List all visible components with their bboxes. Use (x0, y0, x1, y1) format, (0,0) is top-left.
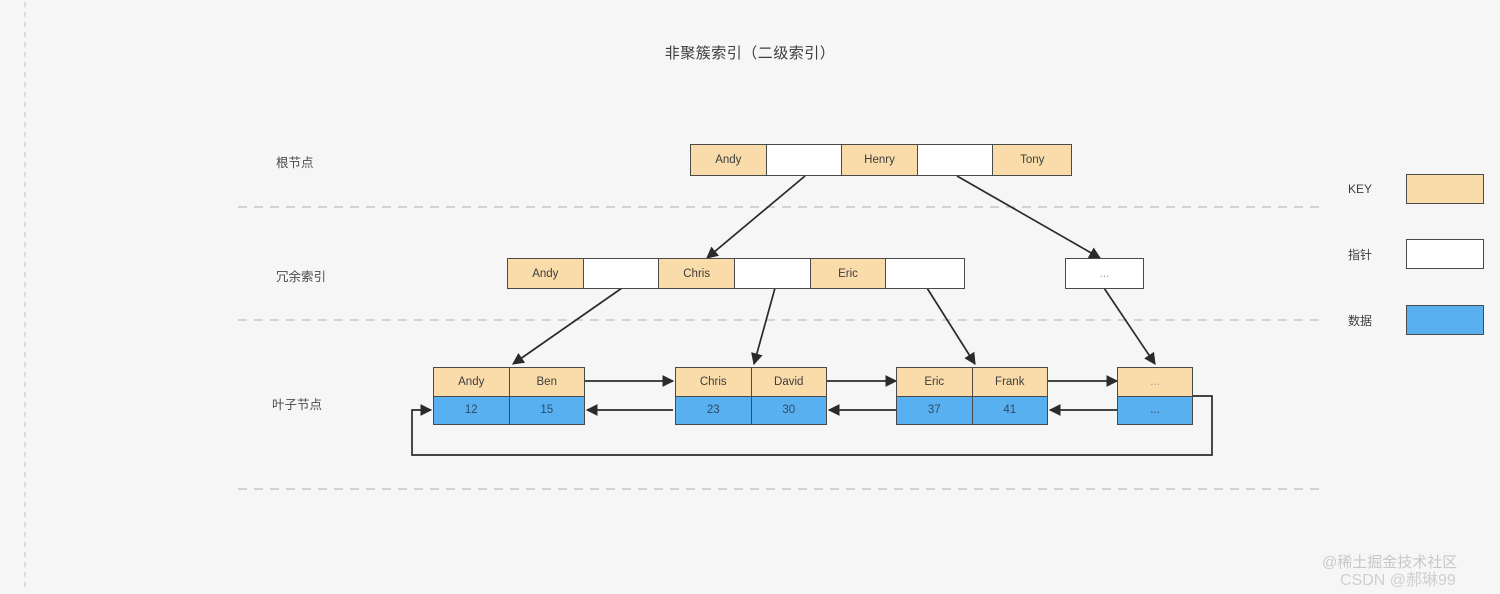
row-label-root: 根节点 (276, 156, 314, 170)
leaf-3-data-0[interactable]: 37 (897, 396, 973, 424)
root-cell-key-4[interactable]: Tony (993, 145, 1072, 175)
row-label-leaf: 叶子节点 (272, 398, 323, 412)
legend-swatch-pointer (1406, 239, 1484, 269)
root-cell-key-0[interactable]: Andy (691, 145, 767, 175)
leaf-node-3[interactable]: Eric Frank 37 41 (896, 367, 1048, 425)
leaf-1-key-0[interactable]: Andy (434, 368, 510, 396)
leaf-node-1[interactable]: Andy Ben 12 15 (433, 367, 585, 425)
watermark-csdn: CSDN @郝琳99 (1340, 572, 1456, 589)
legend-swatch-key (1406, 174, 1484, 204)
redundant1-cell-key-0[interactable]: Andy (508, 259, 584, 288)
legend-item-pointer: 指针 (1348, 239, 1484, 269)
watermark-juejin: @稀土掘金技术社区 (1322, 554, 1458, 571)
leaf-2-key-row: Chris David (676, 368, 826, 397)
leaf-node-2[interactable]: Chris David 23 30 (675, 367, 827, 425)
redundant1-cell-key-2[interactable]: Chris (659, 259, 736, 288)
legend-label-key: KEY (1348, 182, 1373, 196)
leaf-1-data-1[interactable]: 15 (509, 396, 584, 424)
leaf-1-data-row: 12 15 (434, 396, 584, 424)
leaf-2-data-row: 23 30 (676, 396, 826, 424)
edge-root-to-redundant-1 (706, 175, 806, 259)
legend-item-key: KEY (1348, 174, 1484, 204)
leaf-1-data-0[interactable]: 12 (434, 396, 510, 424)
leaf-2-key-0[interactable]: Chris (676, 368, 752, 396)
redundant1-cell-pointer-1[interactable] (583, 259, 660, 288)
page-title: 非聚簇索引（二级索引） (664, 45, 836, 62)
leaf-3-key-row: Eric Frank (897, 368, 1047, 397)
leaf-4-data-0[interactable]: ... (1118, 396, 1192, 424)
legend-label-pointer: 指针 (1348, 247, 1373, 262)
row-label-redundant: 冗余索引 (276, 270, 327, 284)
redundant1-cell-pointer-3[interactable] (735, 259, 811, 288)
redundant2-cell-pointer-0[interactable]: ... (1066, 259, 1143, 288)
edge-redundant-to-leaf-1 (512, 287, 623, 365)
leaf-2-data-1[interactable]: 30 (751, 396, 826, 424)
redundant-node-2[interactable]: ... (1065, 258, 1144, 289)
edge-redundant-to-leaf-4 (1103, 287, 1156, 365)
leaf-3-key-1[interactable]: Frank (972, 368, 1047, 396)
legend-label-data: 数据 (1348, 313, 1373, 328)
redundant-node-1[interactable]: Andy Chris Eric (507, 258, 965, 289)
leaf-1-key-row: Andy Ben (434, 368, 584, 397)
leaf-1-key-1[interactable]: Ben (509, 368, 584, 396)
leaf-2-data-0[interactable]: 23 (676, 396, 752, 424)
leaf-3-data-1[interactable]: 41 (972, 396, 1047, 424)
leaf-4-data-row: ... (1118, 396, 1192, 424)
root-cell-pointer-3[interactable] (917, 145, 994, 175)
redundant1-cell-key-4[interactable]: Eric (810, 259, 887, 288)
redundant1-cell-pointer-5[interactable] (886, 259, 965, 288)
leaf-4-key-row: ... (1118, 368, 1192, 397)
leaf-3-key-0[interactable]: Eric (897, 368, 973, 396)
root-node[interactable]: Andy Henry Tony (690, 144, 1072, 176)
leaf-2-key-1[interactable]: David (751, 368, 826, 396)
edge-redundant-to-leaf-3 (926, 287, 976, 366)
leaf-node-4[interactable]: ... ... (1117, 367, 1193, 425)
root-cell-pointer-1[interactable] (766, 145, 843, 175)
root-cell-key-2[interactable]: Henry (842, 145, 918, 175)
legend-swatch-data (1406, 305, 1484, 335)
edge-root-to-redundant-2 (956, 175, 1102, 259)
leaf-3-data-row: 37 41 (897, 396, 1047, 424)
legend-item-data: 数据 (1348, 305, 1484, 335)
leaf-4-key-0[interactable]: ... (1118, 368, 1192, 396)
edge-redundant-to-leaf-2 (751, 287, 776, 366)
